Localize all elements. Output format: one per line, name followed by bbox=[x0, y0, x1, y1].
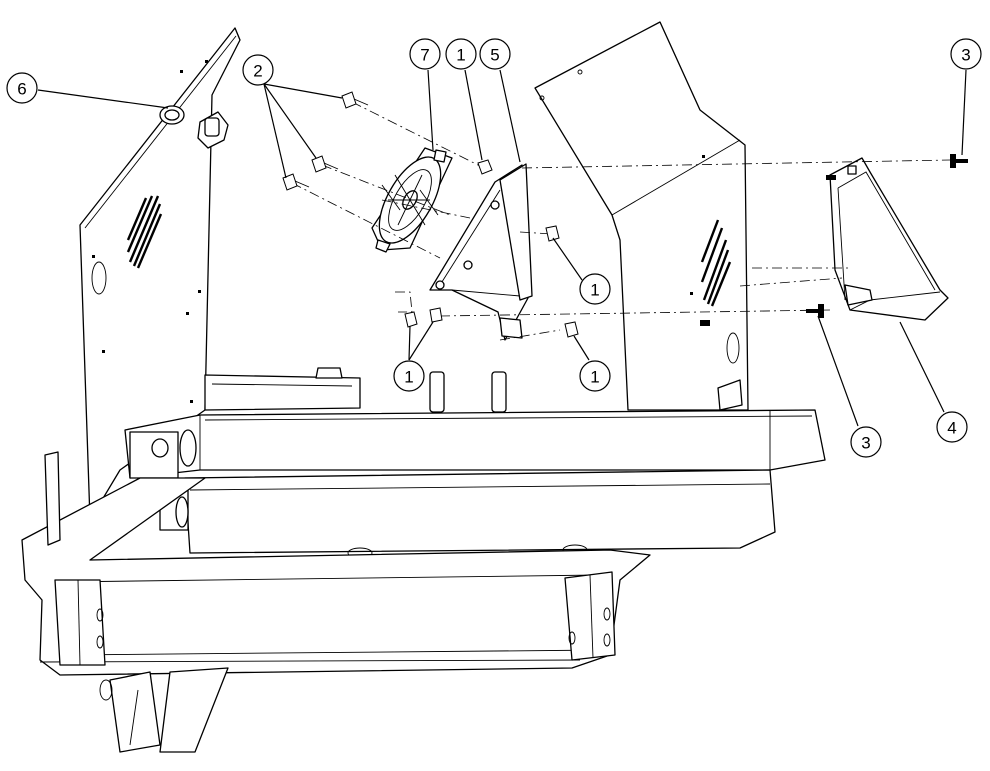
screw bbox=[950, 154, 968, 168]
callout-number: 2 bbox=[253, 62, 262, 81]
callout-circle bbox=[479, 38, 511, 70]
callout-number: 3 bbox=[961, 46, 970, 65]
nut bbox=[545, 225, 560, 242]
nut bbox=[477, 159, 493, 175]
callout-number: 4 bbox=[947, 419, 956, 438]
callout-number: 7 bbox=[420, 46, 429, 65]
left-panel-hole bbox=[91, 261, 107, 295]
callout-balloon-6: 6 bbox=[6, 72, 38, 104]
lower-cross-beam bbox=[159, 469, 776, 559]
screw bbox=[806, 304, 824, 318]
cooling-fan bbox=[371, 147, 453, 253]
callout-number: 1 bbox=[404, 368, 413, 387]
nut bbox=[429, 307, 443, 323]
nut bbox=[404, 311, 418, 328]
callout-circle bbox=[445, 38, 477, 70]
callout-number: 1 bbox=[590, 281, 599, 300]
outlet-connector bbox=[159, 105, 229, 149]
right-side-panel bbox=[534, 21, 749, 411]
left-panel-vent bbox=[126, 195, 163, 269]
upper-cross-beam bbox=[124, 409, 826, 479]
callout-balloon-4: 4 bbox=[936, 411, 968, 443]
callout-balloon-1: 1 bbox=[393, 360, 425, 392]
callout-circle bbox=[579, 360, 611, 392]
callout-balloon-1: 1 bbox=[445, 38, 477, 70]
callout-number: 1 bbox=[590, 368, 599, 387]
callout-balloon-7: 7 bbox=[409, 38, 441, 70]
lower-mount-legs bbox=[99, 667, 229, 753]
callout-balloon-3: 3 bbox=[850, 426, 882, 458]
callout-circle bbox=[409, 38, 441, 70]
callout-circle bbox=[579, 273, 611, 305]
callout-balloon-5: 5 bbox=[479, 38, 511, 70]
left-front-bracket bbox=[54, 579, 106, 666]
leader-lines bbox=[37, 69, 967, 427]
callout-balloon-1: 1 bbox=[579, 273, 611, 305]
fan-mounting-bracket bbox=[429, 163, 533, 341]
callout-balloon-3: 3 bbox=[950, 38, 982, 70]
callout-circle bbox=[6, 72, 38, 104]
front-frame-rail bbox=[21, 451, 651, 753]
callout-circle bbox=[850, 426, 882, 458]
callout-balloon-2: 2 bbox=[242, 54, 274, 86]
left-side-panel bbox=[79, 27, 241, 521]
bolt bbox=[341, 91, 369, 109]
center-frame bbox=[204, 367, 507, 413]
callout-circle bbox=[393, 360, 425, 392]
callout-circle bbox=[936, 411, 968, 443]
assembly-alignment-lines bbox=[291, 101, 951, 341]
callout-circle bbox=[242, 54, 274, 86]
nut bbox=[564, 321, 579, 338]
right-front-bracket bbox=[564, 571, 616, 661]
bolt bbox=[282, 173, 310, 191]
callout-balloon-1: 1 bbox=[579, 360, 611, 392]
callout-balloons: 6 2 7 1 5 3 1 1 1 3 4 bbox=[6, 38, 982, 458]
air-shroud bbox=[829, 157, 949, 321]
callout-number: 3 bbox=[861, 434, 870, 453]
callout-number: 6 bbox=[17, 80, 26, 99]
callout-circle bbox=[950, 38, 982, 70]
callout-number: 5 bbox=[490, 46, 499, 65]
right-panel-hole bbox=[726, 332, 740, 364]
hardware bbox=[282, 91, 968, 338]
right-panel-vent bbox=[700, 219, 732, 307]
bolt bbox=[311, 155, 339, 173]
callout-number: 1 bbox=[456, 46, 465, 65]
